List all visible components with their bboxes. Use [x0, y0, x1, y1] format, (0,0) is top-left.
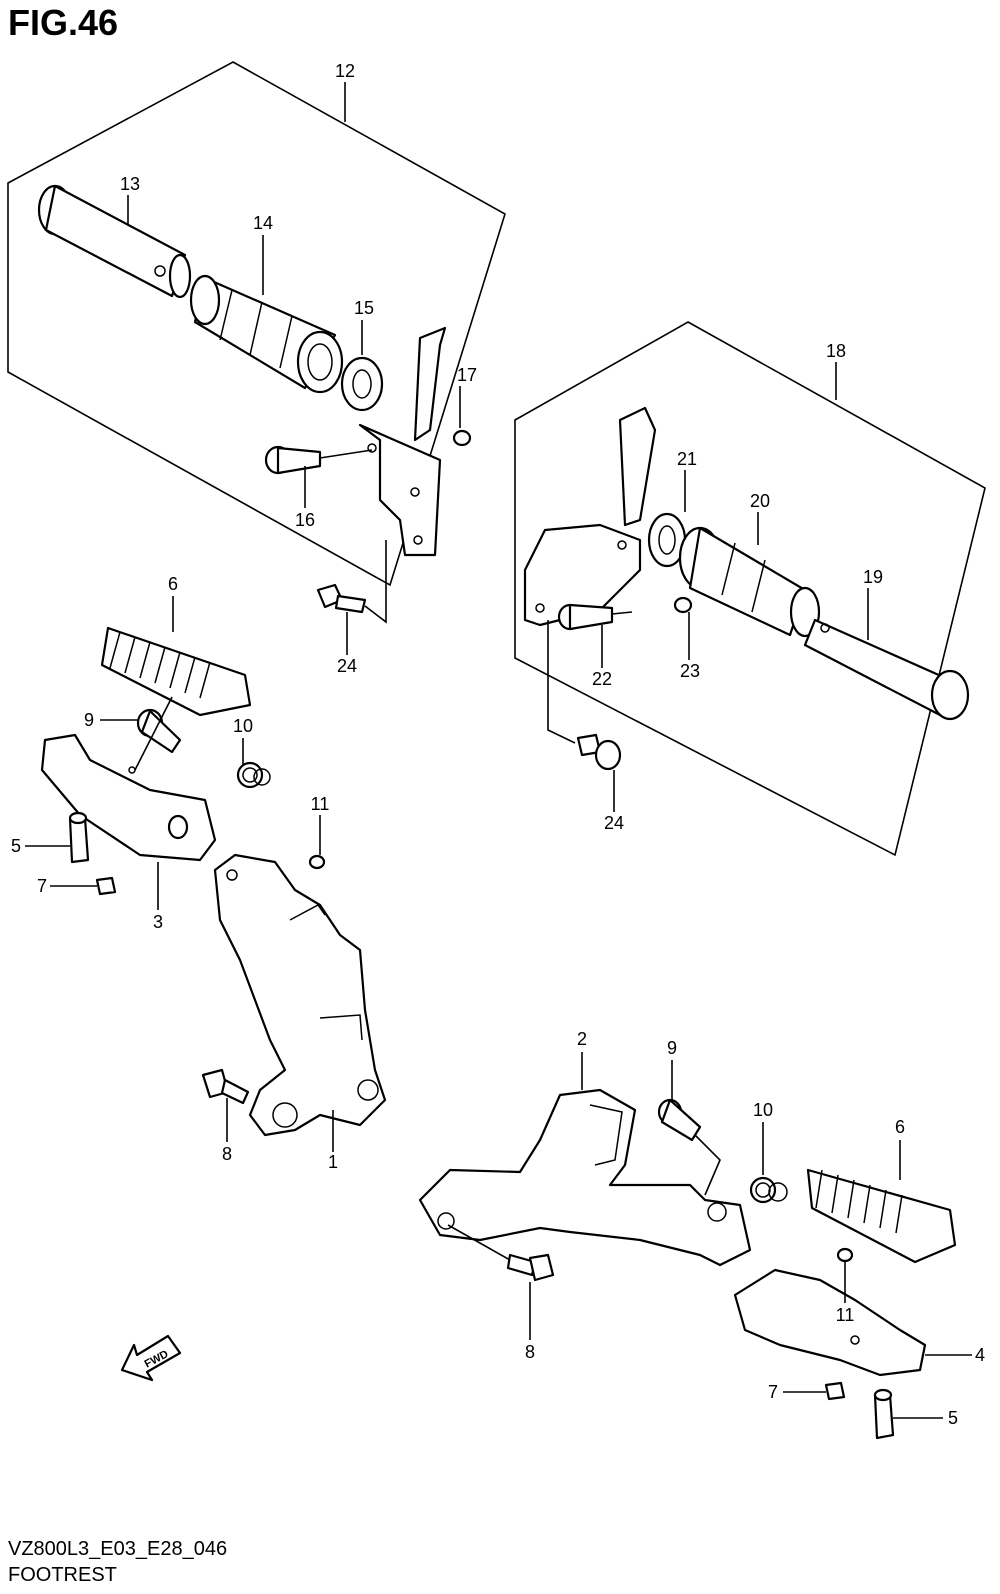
clip-11-right-drawing: [836, 1247, 854, 1263]
footpeg-rubber-6-left-drawing: [100, 626, 252, 717]
callout-23: 23: [680, 661, 700, 681]
callout-2: 2: [577, 1029, 587, 1049]
figure-title: FIG.46: [8, 2, 119, 43]
callout-5-right: 5: [948, 1408, 958, 1428]
diagram-code: VZ800L3_E03_E28_046: [8, 1538, 228, 1560]
footrest-bracket-3-drawing: [40, 733, 217, 862]
callout-10-right: 10: [753, 1100, 773, 1120]
nut-7-left-drawing: [95, 876, 117, 896]
footpeg-rubber-6-right-drawing: [806, 1168, 957, 1264]
assembly-box-18: [514, 321, 986, 857]
rubber-20-drawing: [678, 526, 821, 638]
callout-leaders: [25, 82, 972, 1419]
bolt-9-left-drawing: [136, 708, 182, 754]
nut-7-right-drawing: [824, 1381, 846, 1401]
callout-numbers: 1 2 3 4 5 5 6 6 7 7 8 8 9 9 10 10 11 11 …: [11, 61, 985, 1428]
forward-arrow-icon: FWD: [120, 1334, 182, 1382]
callout-1: 1: [328, 1152, 338, 1172]
callout-11-left: 11: [311, 794, 330, 814]
callout-9-right: 9: [667, 1038, 677, 1058]
bolt-24-right-drawing: [547, 620, 622, 771]
callout-21: 21: [677, 449, 697, 469]
callout-4: 4: [975, 1345, 985, 1365]
bolt-5-right-drawing: [873, 1388, 895, 1440]
diagram-name: FOOTREST: [8, 1564, 117, 1586]
callout-12: 12: [335, 61, 355, 81]
rubber-14-drawing: [189, 274, 344, 394]
callout-6-right: 6: [895, 1117, 905, 1137]
callout-24-right: 24: [604, 813, 624, 833]
bolt-9-right-drawing: [657, 1098, 702, 1142]
washer-15-drawing: [340, 356, 384, 412]
callout-19: 19: [863, 567, 883, 587]
callout-16: 16: [295, 510, 315, 530]
callout-8-left: 8: [222, 1144, 232, 1164]
pin-19-drawing: [803, 618, 970, 721]
callout-14: 14: [253, 213, 273, 233]
spring-10-left-drawing: [236, 761, 271, 789]
assembly-box-12: [7, 61, 506, 587]
clip-11-left-drawing: [308, 854, 326, 870]
callout-7-left: 7: [37, 876, 47, 896]
callout-3: 3: [153, 912, 163, 932]
callout-7-right: 7: [768, 1382, 778, 1402]
bolt-24-upper-drawing: [316, 540, 387, 624]
callout-10-left: 10: [233, 716, 253, 736]
callout-6-left: 6: [168, 574, 178, 594]
callout-17: 17: [457, 365, 477, 385]
callout-8-right: 8: [525, 1342, 535, 1362]
bolt-5-left-drawing: [68, 811, 90, 864]
callout-5-left: 5: [11, 836, 21, 856]
bracket-right-drawing: [523, 406, 657, 627]
footrest-bracket-1-drawing: [213, 853, 387, 1137]
bolt-16-drawing: [264, 445, 373, 475]
callout-9-left: 9: [84, 710, 94, 730]
callout-13: 13: [120, 174, 140, 194]
washer-21-drawing: [647, 512, 687, 568]
callout-11-right: 11: [836, 1305, 855, 1325]
callout-18: 18: [826, 341, 846, 361]
clip-23-drawing: [673, 596, 693, 614]
bolt-22-drawing: [557, 603, 633, 631]
footrest-bracket-2-drawing: [418, 1088, 752, 1267]
footrest-bracket-4-drawing: [733, 1268, 927, 1377]
bracket-upper-drawing: [358, 326, 472, 557]
callout-24-upper: 24: [337, 656, 357, 676]
callout-20: 20: [750, 491, 770, 511]
pin-13-drawing: [37, 184, 192, 299]
callout-22: 22: [592, 669, 612, 689]
spring-10-right-drawing: [749, 1176, 788, 1204]
bolt-8-left-drawing: [201, 1068, 250, 1105]
bolt-8-right-drawing: [447, 1224, 555, 1282]
callout-15: 15: [354, 298, 374, 318]
